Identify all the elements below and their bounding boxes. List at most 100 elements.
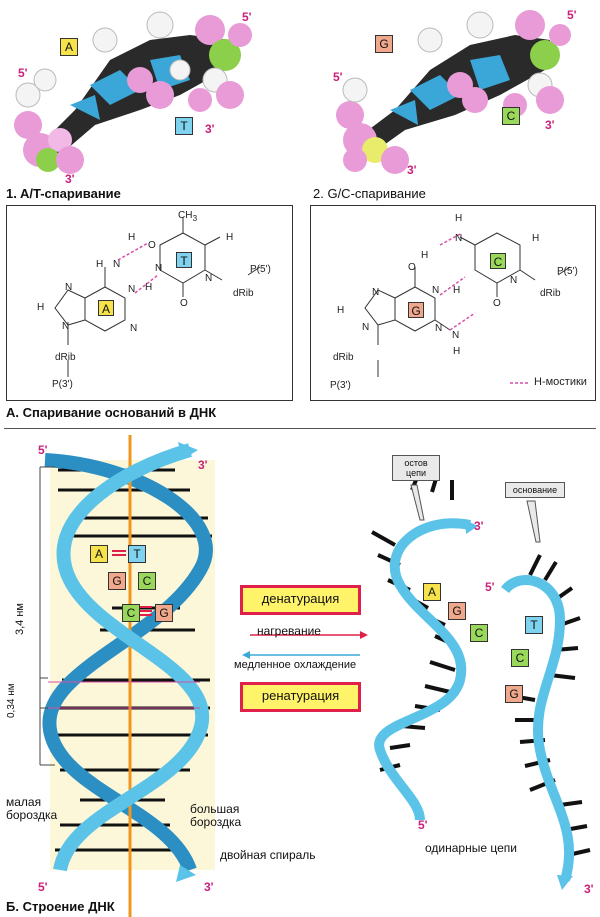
- f1-n1: N: [113, 259, 121, 270]
- model2-3prime-right: 3': [545, 118, 555, 132]
- major-groove-label: большая бороздка: [190, 802, 242, 829]
- double-helix-label: двойная спираль: [220, 848, 316, 862]
- helix-5prime-bottom: 5': [38, 880, 48, 894]
- f2-n6: N: [452, 330, 460, 341]
- model2-5prime-left: 5': [333, 70, 343, 84]
- model1-base-right: T: [175, 117, 193, 135]
- strand2-backbone: [501, 575, 574, 882]
- f1-n4: N: [65, 282, 73, 293]
- f1-n5: N: [128, 284, 136, 295]
- f2-o2: O: [493, 298, 501, 309]
- strand1-base-2: G: [448, 602, 466, 620]
- strand1-3prime: 3': [474, 519, 484, 533]
- helix-rise-label: 0,34 нм: [6, 683, 17, 718]
- h-bond-legend: H-мостики: [534, 376, 587, 388]
- strand2-3prime: 3': [584, 882, 594, 896]
- f1-n3: N: [205, 273, 213, 284]
- strand1-base-1: A: [423, 583, 441, 601]
- gc-space-filling-model: [336, 10, 571, 174]
- f1-h2: H: [226, 232, 234, 243]
- renaturation-box: ренатурация: [240, 682, 361, 712]
- denaturation-box: денатурация: [240, 585, 361, 615]
- f2-drib-a: dRib: [333, 352, 354, 363]
- f1-h3: H: [96, 259, 104, 270]
- f1-base-a: A: [98, 300, 114, 316]
- f2-drib-b: dRib: [540, 288, 561, 299]
- cooling-label: медленное охлаждение: [234, 659, 357, 671]
- helix-pair2-right: C: [138, 572, 156, 590]
- f1-n2: N: [155, 263, 163, 274]
- gc-structural-formula-box: [310, 205, 596, 401]
- f2-h1: H: [455, 213, 463, 224]
- strand1-backbone: [374, 518, 471, 821]
- f2-o1: O: [408, 262, 416, 273]
- helix-pair3-right: G: [155, 604, 173, 622]
- pitch-bracket: [39, 466, 55, 766]
- f1-h4: H: [145, 282, 153, 293]
- model1-5prime-top: 5': [242, 10, 252, 24]
- f1-p3: P(3'): [52, 379, 73, 390]
- model2-base-right: C: [502, 107, 520, 125]
- helix-strand-back: [42, 453, 213, 873]
- helix-arrow-top: [178, 442, 198, 460]
- dna-structure-figure: [39, 435, 591, 917]
- f2-n4: N: [432, 285, 440, 296]
- section-b-caption: Б. Строение ДНК: [6, 899, 115, 914]
- at-space-filling-model: [14, 11, 252, 174]
- section-a-caption: А. Спаривание оснований в ДНК: [6, 405, 217, 420]
- base-callout-pointer: [526, 500, 541, 543]
- f2-h2: H: [532, 233, 540, 244]
- pair2-heading: 2. G/C-спаривание: [313, 186, 426, 201]
- helix-pitch-label: 3,4 нм: [14, 603, 26, 635]
- model2-3prime-bottom: 3': [407, 163, 417, 177]
- f1-o1: O: [148, 240, 156, 251]
- model2-5prime-top: 5': [567, 8, 577, 22]
- f2-n5: N: [435, 323, 443, 334]
- helix-5prime-top: 5': [38, 443, 48, 457]
- helix-3prime-top: 3': [198, 458, 208, 472]
- helix-strand-front: [53, 443, 210, 872]
- strand2-5prime: 5': [485, 580, 495, 594]
- strand2-base-1: T: [525, 616, 543, 634]
- strand2-base-2: C: [511, 649, 529, 667]
- helix-3prime-bottom: 3': [204, 880, 214, 894]
- f2-base-c: C: [490, 253, 506, 269]
- f1-drib-a: dRib: [55, 352, 76, 363]
- minor-groove-label: малая бороздка: [6, 795, 58, 822]
- heating-label: нагревание: [257, 624, 321, 638]
- f2-p5: P(5'): [557, 266, 578, 277]
- f2-h4: H: [453, 285, 461, 296]
- model1-3prime-right: 3': [205, 122, 215, 136]
- f1-h5: H: [37, 302, 45, 313]
- strand1-bases: [371, 469, 456, 772]
- f2-n2: N: [510, 275, 518, 286]
- f1-p5: P(5'): [250, 264, 271, 275]
- f2-n3: N: [372, 287, 380, 298]
- single-strands-label: одинарные цепи: [425, 841, 517, 855]
- helix-pair2-left: G: [108, 572, 126, 590]
- backbone-callout-pointer: [410, 484, 425, 521]
- f2-n7: N: [362, 322, 370, 333]
- space-filling-models: [14, 10, 571, 174]
- f2-base-g: G: [408, 302, 424, 318]
- model2-base-left: G: [375, 35, 393, 53]
- f1-base-t: T: [176, 252, 192, 268]
- model1-3prime-bottom: 3': [65, 172, 75, 186]
- f1-h1: H: [128, 232, 136, 243]
- f1-o2: O: [180, 298, 188, 309]
- structural-formula-bonds: [54, 217, 571, 384]
- strand2-base-3: G: [505, 685, 523, 703]
- pair1-heading: 1. A/T-спаривание: [6, 186, 121, 201]
- model1-base-left: A: [60, 38, 78, 56]
- f2-h5: H: [337, 305, 345, 316]
- f1-n6: N: [130, 323, 138, 334]
- f2-h3: H: [421, 250, 429, 261]
- f1-drib-b: dRib: [233, 288, 254, 299]
- section-divider: [4, 428, 596, 429]
- f1-ch3: CH3: [178, 210, 198, 223]
- helix-pair1-left: A: [90, 545, 108, 563]
- f2-h6: H: [453, 346, 461, 357]
- strand1-5prime: 5': [418, 818, 428, 832]
- helix-pair1-right: T: [128, 545, 146, 563]
- base-callout: основание: [505, 482, 565, 498]
